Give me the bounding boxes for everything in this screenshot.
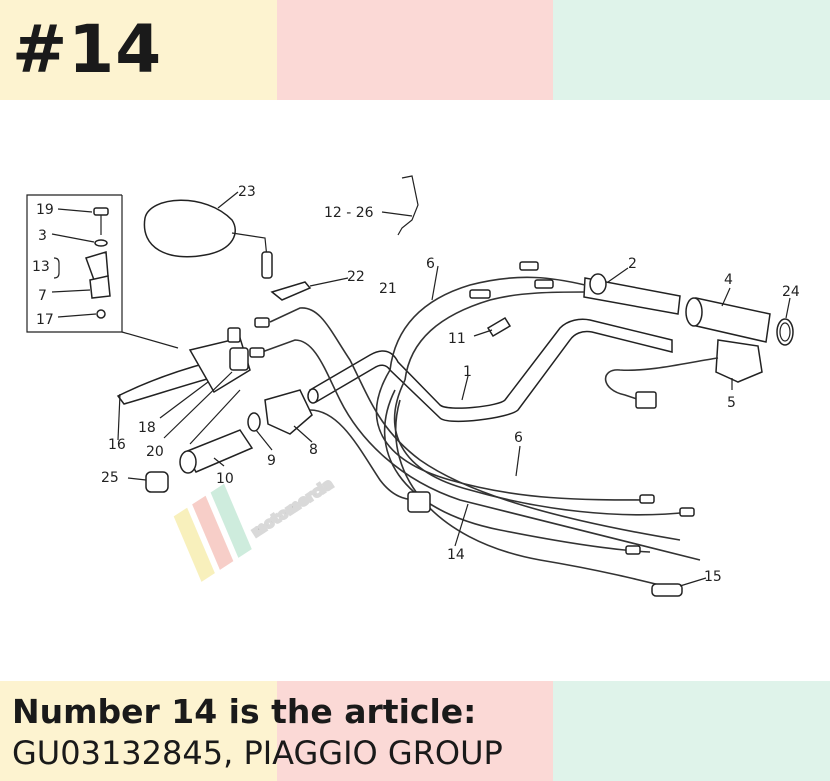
right-switch xyxy=(604,339,763,409)
callout-15: 15 xyxy=(704,569,722,585)
bottom-color-band xyxy=(0,681,830,781)
exploded-parts-diagram: motomercia xyxy=(26,175,800,597)
callout-12-26: 12 - 26 xyxy=(324,205,374,221)
watermark-text: motomercia xyxy=(249,476,337,541)
leader-lines xyxy=(159,265,791,587)
callout-14: 14 xyxy=(447,547,465,563)
bracket-12-26 xyxy=(381,175,419,236)
callout-16: 16 xyxy=(108,437,126,453)
mirror xyxy=(143,191,273,279)
callout-labels: 19 3 13 7 17 23 12 - 26 6 2 4 24 22 21 1… xyxy=(32,184,800,585)
callout-2: 2 xyxy=(628,256,637,272)
inset-hardware-box xyxy=(26,194,179,349)
band-cream-bottom xyxy=(0,681,277,781)
lower-cables xyxy=(375,369,695,597)
callout-10: 10 xyxy=(216,471,234,487)
callout-7: 7 xyxy=(38,288,47,304)
caption-article: GU03132845, PIAGGIO GROUP xyxy=(12,734,503,772)
callout-9: 9 xyxy=(267,453,276,469)
callout-17: 17 xyxy=(36,312,54,328)
callout-4: 4 xyxy=(724,272,733,288)
callout-5: 5 xyxy=(727,395,736,411)
callout-8: 8 xyxy=(309,442,318,458)
callout-6-bottom: 6 xyxy=(514,430,523,446)
callout-24: 24 xyxy=(782,284,800,300)
caption-headline: Number 14 is the article: xyxy=(12,692,477,731)
callout-11: 11 xyxy=(448,331,466,347)
callout-22: 22 xyxy=(347,269,365,285)
lever-assembly xyxy=(116,327,251,441)
callout-18: 18 xyxy=(138,420,156,436)
band-pink-bottom xyxy=(276,681,554,781)
callout-13: 13 xyxy=(32,259,50,275)
band-mint xyxy=(553,0,830,100)
callout-1: 1 xyxy=(463,364,472,380)
callout-19: 19 xyxy=(36,202,54,218)
band-mint-bottom xyxy=(553,681,830,781)
cable-clip xyxy=(486,316,512,338)
callout-20: 20 xyxy=(146,444,164,460)
part-number-badge: #14 xyxy=(12,11,163,88)
band-pink xyxy=(276,0,554,100)
callout-6-top: 6 xyxy=(426,256,435,272)
callout-23: 23 xyxy=(238,184,256,200)
handlebar xyxy=(307,318,673,423)
callout-3: 3 xyxy=(38,228,47,244)
throttle-cables xyxy=(389,261,586,381)
callout-25: 25 xyxy=(101,470,119,486)
left-cables xyxy=(249,281,701,561)
callout-21: 21 xyxy=(379,281,397,297)
right-grips xyxy=(583,273,794,346)
band-cream xyxy=(0,0,277,100)
left-controls xyxy=(127,389,431,513)
top-color-band xyxy=(0,0,830,100)
